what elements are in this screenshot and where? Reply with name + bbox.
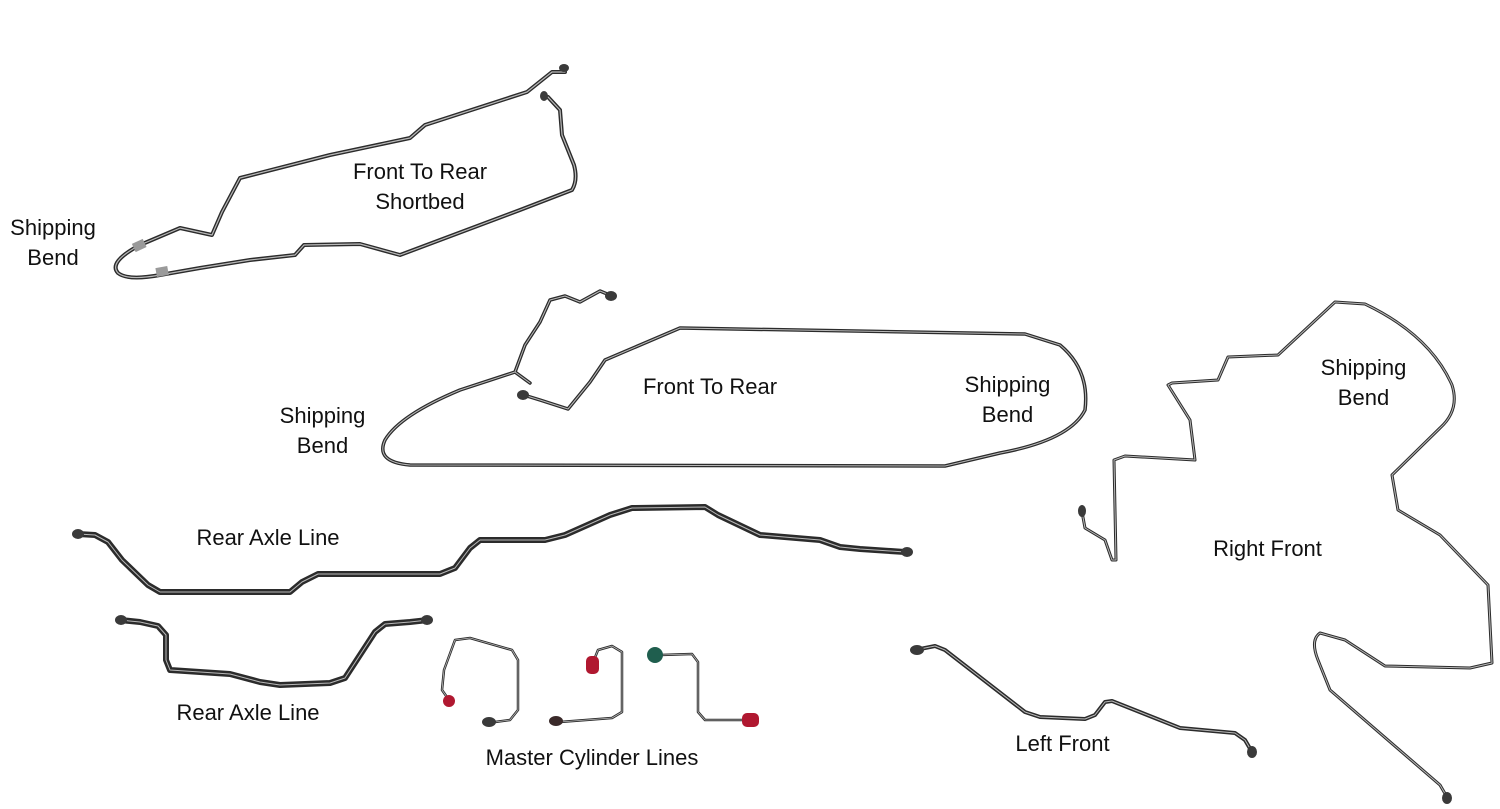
label-line: Shipping bbox=[279, 403, 366, 428]
tube-fitting bbox=[1247, 746, 1257, 758]
right-front-line bbox=[1078, 300, 1494, 804]
red-cap bbox=[742, 713, 759, 727]
tube-fitting bbox=[421, 615, 433, 625]
tube-fitting bbox=[1078, 505, 1086, 517]
left-front-line bbox=[910, 644, 1257, 758]
label-master-cylinder-lines: Master Cylinder Lines bbox=[485, 745, 699, 770]
label-rear-axle-line-2: Rear Axle Line bbox=[176, 700, 320, 725]
tube-fitting bbox=[559, 64, 569, 72]
tube-fitting bbox=[72, 529, 84, 539]
master-cylinder-line-3 bbox=[647, 647, 759, 727]
front-to-rear-shortbed-line bbox=[113, 64, 578, 280]
tube-fitting bbox=[540, 91, 548, 101]
master-cylinder-line-2 bbox=[549, 644, 624, 726]
tube-fitting bbox=[901, 547, 913, 557]
tube-fitting bbox=[605, 291, 617, 301]
label-line: Front To Rear bbox=[352, 159, 488, 184]
master-cylinder-line-1 bbox=[440, 636, 520, 727]
label-front-to-rear-shortbed: Front To Rear Shortbed bbox=[335, 157, 505, 217]
label-shipping-bend-3: Shipping Bend bbox=[950, 370, 1065, 430]
label-left-front: Left Front bbox=[1015, 731, 1110, 756]
label-line: Bend bbox=[27, 245, 79, 270]
label-right-front: Right Front bbox=[1213, 536, 1322, 561]
tube-fitting bbox=[482, 717, 496, 727]
label-shipping-bend-2: Shipping Bend bbox=[265, 401, 380, 461]
label-line: Shortbed bbox=[375, 189, 465, 214]
shipping-clip bbox=[155, 266, 169, 277]
rear-axle-line-2 bbox=[115, 615, 433, 688]
label-line: Shipping bbox=[964, 372, 1051, 397]
label-front-to-rear: Front To Rear bbox=[642, 374, 778, 399]
label-shipping-bend-4: Shipping Bend bbox=[1306, 353, 1421, 413]
label-line: Shipping bbox=[1320, 355, 1407, 380]
red-cap bbox=[443, 695, 455, 707]
label-line: Shipping bbox=[10, 215, 96, 240]
tube-fitting bbox=[1442, 792, 1452, 804]
label-rear-axle-line-1: Rear Axle Line bbox=[196, 525, 340, 550]
rear-axle-line-1 bbox=[72, 504, 913, 595]
red-cap bbox=[586, 656, 599, 674]
label-shipping-bend-1: Shipping Bend bbox=[0, 213, 106, 273]
tube-fitting bbox=[910, 645, 924, 655]
tube-fitting bbox=[517, 390, 529, 400]
label-line: Bend bbox=[1337, 385, 1390, 410]
label-line: Bend bbox=[296, 433, 349, 458]
front-to-rear-line bbox=[381, 289, 1088, 468]
tube-fitting bbox=[549, 716, 563, 726]
label-line: Bend bbox=[981, 402, 1034, 427]
tube-fitting bbox=[115, 615, 127, 625]
green-cap bbox=[647, 647, 663, 663]
shipping-clip bbox=[131, 238, 147, 253]
